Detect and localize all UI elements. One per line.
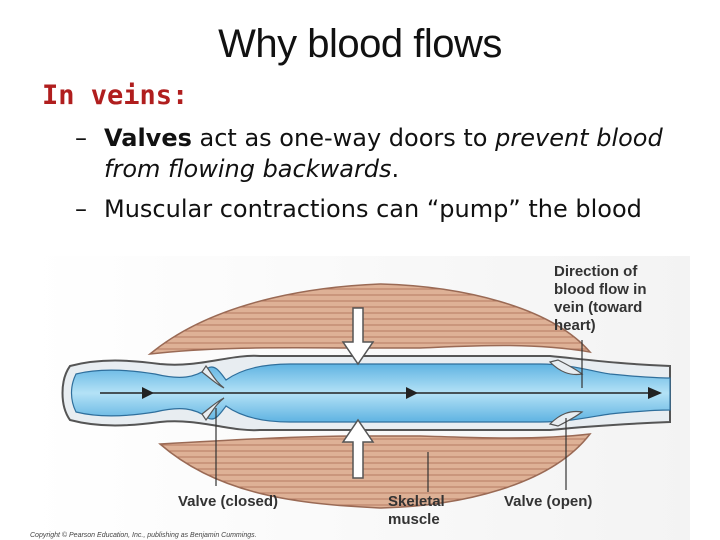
label-valve-closed: Valve (closed) <box>178 493 278 510</box>
copyright-credit: Copyright © Pearson Education, Inc., pub… <box>30 531 257 539</box>
flow-arrowhead-left <box>142 387 154 399</box>
upper-skeletal-muscle <box>147 283 592 356</box>
bullet-text-end: . <box>391 155 400 183</box>
bullet-muscular: – Muscular contractions can “pump” the b… <box>75 194 694 225</box>
section-heading: In veins: <box>42 80 189 111</box>
bullet-text-part: act as one-way doors to <box>191 124 496 152</box>
slide-title: Why blood flows <box>218 22 502 66</box>
label-skeletal-line2: muscle <box>388 511 440 528</box>
closed-valve-top-cusp <box>201 364 225 389</box>
label-direction-line4: heart) <box>554 317 596 334</box>
bullet-dash: – <box>75 124 87 152</box>
downward-compression-arrow <box>341 307 375 366</box>
label-direction-line1: Direction of <box>554 263 638 280</box>
bold-term: Valves <box>104 124 192 152</box>
upward-compression-arrow <box>341 418 375 479</box>
flow-arrowhead-right <box>648 387 662 399</box>
vein-valve-diagram: Direction of blood flow in vein (toward … <box>30 256 690 540</box>
flow-arrowhead-middle <box>406 387 418 399</box>
bullet-text: Muscular contractions can “pump” the blo… <box>104 195 642 223</box>
lower-skeletal-muscle <box>158 433 592 509</box>
label-skeletal-line1: Skeletal <box>388 493 445 510</box>
label-direction-line3: vein (toward <box>554 299 642 316</box>
italic-phrase: prevent blood from flowing backwards <box>104 124 663 183</box>
bullet-dash: – <box>75 195 87 223</box>
label-valve-open: Valve (open) <box>504 493 592 510</box>
closed-valve-bottom-cusp <box>201 397 225 422</box>
bullet-text: Valves act as one-way doors to prevent b… <box>104 123 694 185</box>
bullet-valves: – Valves act as one-way doors to prevent… <box>75 123 694 185</box>
label-direction-line2: blood flow in <box>554 281 646 298</box>
